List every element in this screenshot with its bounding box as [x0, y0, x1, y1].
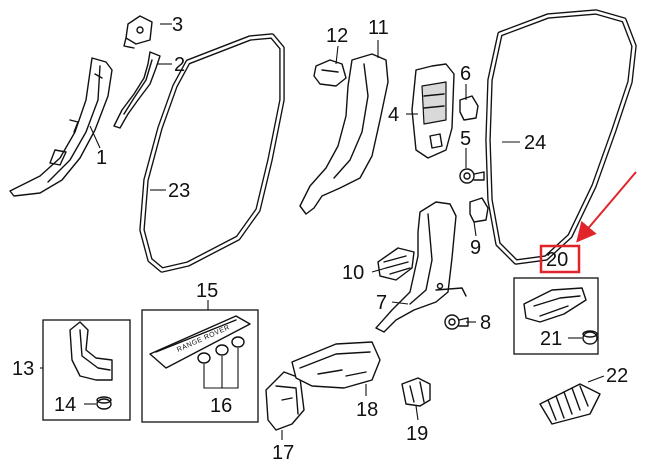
- leader-16: [203, 348, 239, 389]
- part-4-b-pillar-panel[interactable]: [411, 63, 455, 159]
- part-24-rear-door-seal[interactable]: [485, 9, 637, 265]
- callout-18: 18: [356, 399, 378, 421]
- leader-lines: [40, 23, 605, 440]
- callout-14: 14: [54, 394, 76, 416]
- highlight-arrow: [576, 171, 637, 243]
- callout-7: 7: [376, 292, 387, 314]
- callout-17: 17: [272, 442, 294, 464]
- part-20-group[interactable]: [513, 277, 599, 355]
- callout-23: 23: [168, 180, 190, 202]
- part-16-clips[interactable]: [197, 336, 245, 364]
- callout-9: 9: [470, 237, 481, 259]
- callout-6: 6: [460, 63, 471, 85]
- callout-8: 8: [480, 312, 491, 334]
- callout-19: 19: [406, 423, 428, 445]
- callout-24: 24: [524, 132, 546, 154]
- part-21-grommet[interactable]: [582, 330, 598, 345]
- callout-20: 20: [546, 249, 568, 271]
- part-8-screw[interactable]: [444, 314, 469, 330]
- callout-16: 16: [210, 395, 232, 417]
- leader-19: [415, 405, 419, 421]
- part-11-b-pillar-upper-trim[interactable]: [299, 53, 389, 215]
- callout-labels: 3 2 1 23 12 11 4 6 5 24 9 20 10 7 8 15 1…: [12, 14, 628, 464]
- part-10-grille[interactable]: [377, 247, 415, 281]
- part-19-clip[interactable]: [401, 377, 431, 407]
- callout-12: 12: [326, 25, 348, 47]
- callout-3: 3: [172, 14, 183, 36]
- callout-11: 11: [368, 17, 389, 39]
- callout-4: 4: [388, 104, 399, 126]
- leader-9: [473, 221, 477, 237]
- part-17-bracket[interactable]: [265, 371, 305, 431]
- leader-22: [587, 375, 605, 383]
- highlight-box: [539, 244, 581, 274]
- callout-13: 13: [12, 358, 34, 380]
- part-23-front-door-seal[interactable]: [139, 33, 285, 273]
- callout-21: 21: [540, 328, 562, 350]
- callout-5: 5: [460, 128, 471, 150]
- callout-15: 15: [196, 280, 218, 302]
- leader-12: [335, 45, 339, 65]
- part-1-a-pillar-trim[interactable]: [9, 57, 113, 197]
- part-2-bracket[interactable]: [113, 51, 161, 129]
- part-5-screw[interactable]: [459, 168, 485, 184]
- part-6-clip[interactable]: [459, 95, 479, 121]
- part-3-clip[interactable]: [123, 15, 153, 49]
- part-7-b-pillar-lower-trim[interactable]: [375, 201, 467, 333]
- part-12-bracket[interactable]: [313, 59, 347, 87]
- highlight-part-20: [539, 171, 637, 274]
- part-22-boot[interactable]: [539, 383, 601, 425]
- part-15-group[interactable]: RANGE ROVER: [141, 309, 259, 423]
- callout-22: 22: [606, 365, 628, 387]
- part-13-group[interactable]: [42, 319, 131, 421]
- leader-1: [89, 125, 101, 149]
- part-9-clip[interactable]: [469, 197, 489, 223]
- callout-1: 1: [96, 147, 107, 169]
- callout-10: 10: [342, 262, 364, 284]
- part-18-sill-bracket[interactable]: [291, 341, 381, 389]
- part-14-grommet[interactable]: [96, 396, 112, 410]
- leader-10: [371, 267, 387, 273]
- leader-7: [391, 301, 409, 305]
- callout-2: 2: [174, 54, 185, 76]
